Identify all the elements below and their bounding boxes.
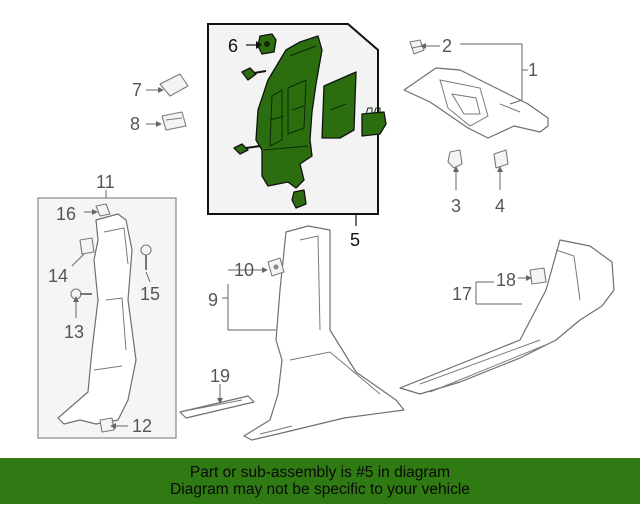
callout-17: 17 bbox=[452, 284, 472, 304]
callout-14: 14 bbox=[48, 266, 68, 286]
callout-3: 3 bbox=[451, 196, 461, 216]
switch-module bbox=[361, 107, 387, 137]
part-18-clip[interactable] bbox=[529, 267, 547, 285]
callout-9: 9 bbox=[208, 290, 218, 310]
callout-6: 6 bbox=[228, 36, 238, 56]
part-17-sill-plate[interactable] bbox=[399, 239, 615, 395]
parts-diagram: 1 2 3 4 5 6 7 8 9 10 11 12 13 14 15 16 1… bbox=[37, 23, 615, 441]
callout-13: 13 bbox=[64, 322, 84, 342]
part-10-clip[interactable] bbox=[267, 257, 285, 277]
part-6-clip[interactable] bbox=[257, 33, 277, 55]
callout-5: 5 bbox=[350, 230, 360, 250]
part-12-clip[interactable] bbox=[99, 417, 115, 433]
notice-line-2: Diagram may not be specific to your vehi… bbox=[170, 481, 470, 498]
callout-7: 7 bbox=[132, 80, 142, 100]
callout-18: 18 bbox=[496, 270, 516, 290]
part-1-quarter-trim[interactable] bbox=[403, 67, 549, 139]
callout-16: 16 bbox=[56, 204, 76, 224]
callout-2: 2 bbox=[442, 36, 452, 56]
part-2-clip[interactable] bbox=[409, 39, 425, 55]
part-4-clip[interactable] bbox=[493, 149, 509, 169]
callout-19: 19 bbox=[210, 366, 230, 386]
bolt-upper bbox=[241, 67, 267, 81]
part-15-screw[interactable] bbox=[140, 244, 152, 270]
part-8-clip[interactable] bbox=[161, 111, 187, 131]
part-14-clip[interactable] bbox=[79, 237, 95, 255]
callout-10: 10 bbox=[234, 260, 254, 280]
callout-11: 11 bbox=[96, 172, 115, 192]
callout-1: 1 bbox=[528, 60, 538, 80]
part-16-clip[interactable] bbox=[95, 203, 111, 217]
notice-banner: Part or sub-assembly is #5 in diagram Di… bbox=[0, 458, 640, 504]
part-9-pillar-lower[interactable] bbox=[243, 225, 405, 441]
notice-line-1: Part or sub-assembly is #5 in diagram bbox=[189, 464, 451, 481]
part-19-scuff-plate[interactable] bbox=[179, 395, 255, 419]
part-11-pillar-trim bbox=[57, 213, 137, 425]
side-panel bbox=[321, 71, 357, 139]
bolt-lower bbox=[233, 143, 261, 155]
lower-clip bbox=[291, 189, 307, 209]
callout-12: 12 bbox=[132, 416, 152, 436]
part-3-clip[interactable] bbox=[447, 149, 463, 169]
callout-15: 15 bbox=[140, 284, 160, 304]
part-7-clip[interactable] bbox=[159, 73, 189, 97]
callout-8: 8 bbox=[130, 114, 140, 134]
callout-4: 4 bbox=[495, 196, 505, 216]
part-5-pillar-trim[interactable] bbox=[255, 35, 323, 189]
